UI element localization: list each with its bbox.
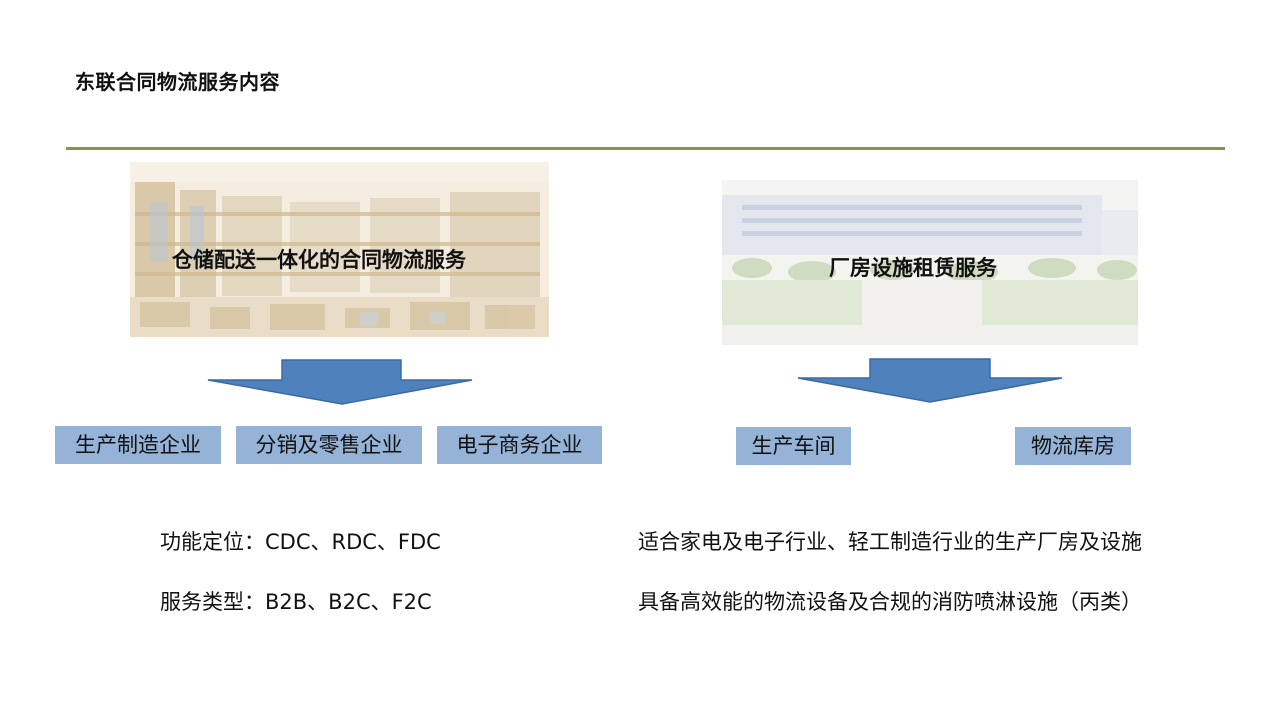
warehouse-service-caption: 仓储配送一体化的合同物流服务: [172, 248, 466, 272]
page-title: 东联合同物流服务内容: [75, 70, 280, 94]
warehouse-photo: [130, 162, 549, 337]
factory-photo: [722, 180, 1138, 345]
tag-ecommerce: 电子商务企业: [437, 426, 602, 464]
tag-manufacturing: 生产制造企业: [55, 426, 221, 464]
title-divider: [66, 147, 1225, 150]
function-positioning-text: 功能定位：CDC、RDC、FDC: [160, 530, 441, 554]
service-type-text: 服务类型：B2B、B2C、F2C: [160, 590, 432, 614]
tag-distribution-retail: 分销及零售企业: [236, 426, 422, 464]
tag-production-workshop: 生产车间: [736, 427, 851, 465]
factory-leasing-caption: 厂房设施租赁服务: [829, 256, 997, 280]
down-arrow-right: [797, 358, 1063, 403]
suitable-industries-text: 适合家电及电子行业、轻工制造行业的生产厂房及设施: [638, 530, 1142, 554]
equipment-facilities-text: 具备高效能的物流设备及合规的消防喷淋设施（丙类）: [638, 590, 1142, 614]
down-arrow-left: [207, 359, 473, 405]
tag-logistics-warehouse: 物流库房: [1015, 427, 1131, 465]
